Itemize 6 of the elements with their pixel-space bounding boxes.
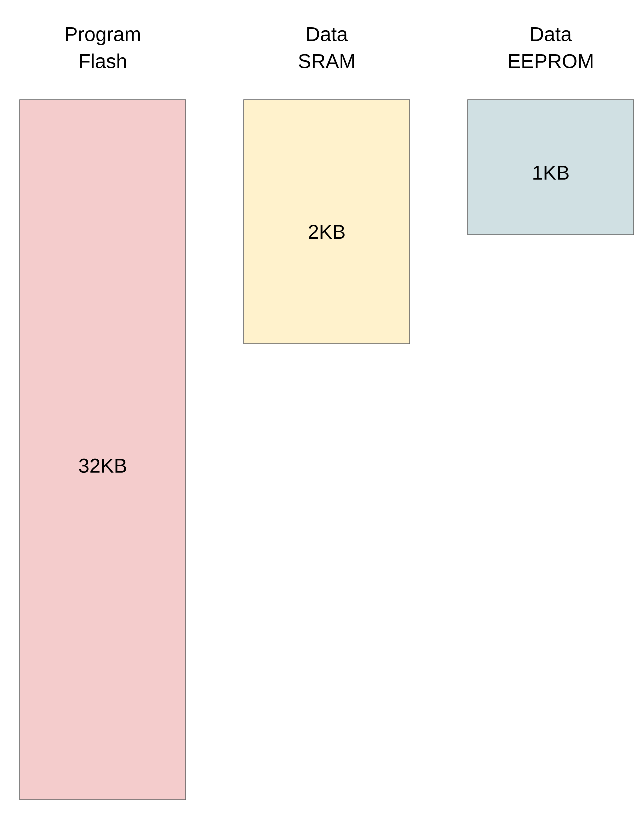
size-label: 32KB	[79, 458, 126, 474]
size-label: 1KB	[534, 166, 569, 180]
size-label: 2KB	[309, 225, 345, 239]
block-heading: Data SRAM	[299, 28, 354, 68]
block-heading: Data EEPROM	[509, 28, 593, 68]
block-heading: Program Flash	[66, 28, 140, 68]
